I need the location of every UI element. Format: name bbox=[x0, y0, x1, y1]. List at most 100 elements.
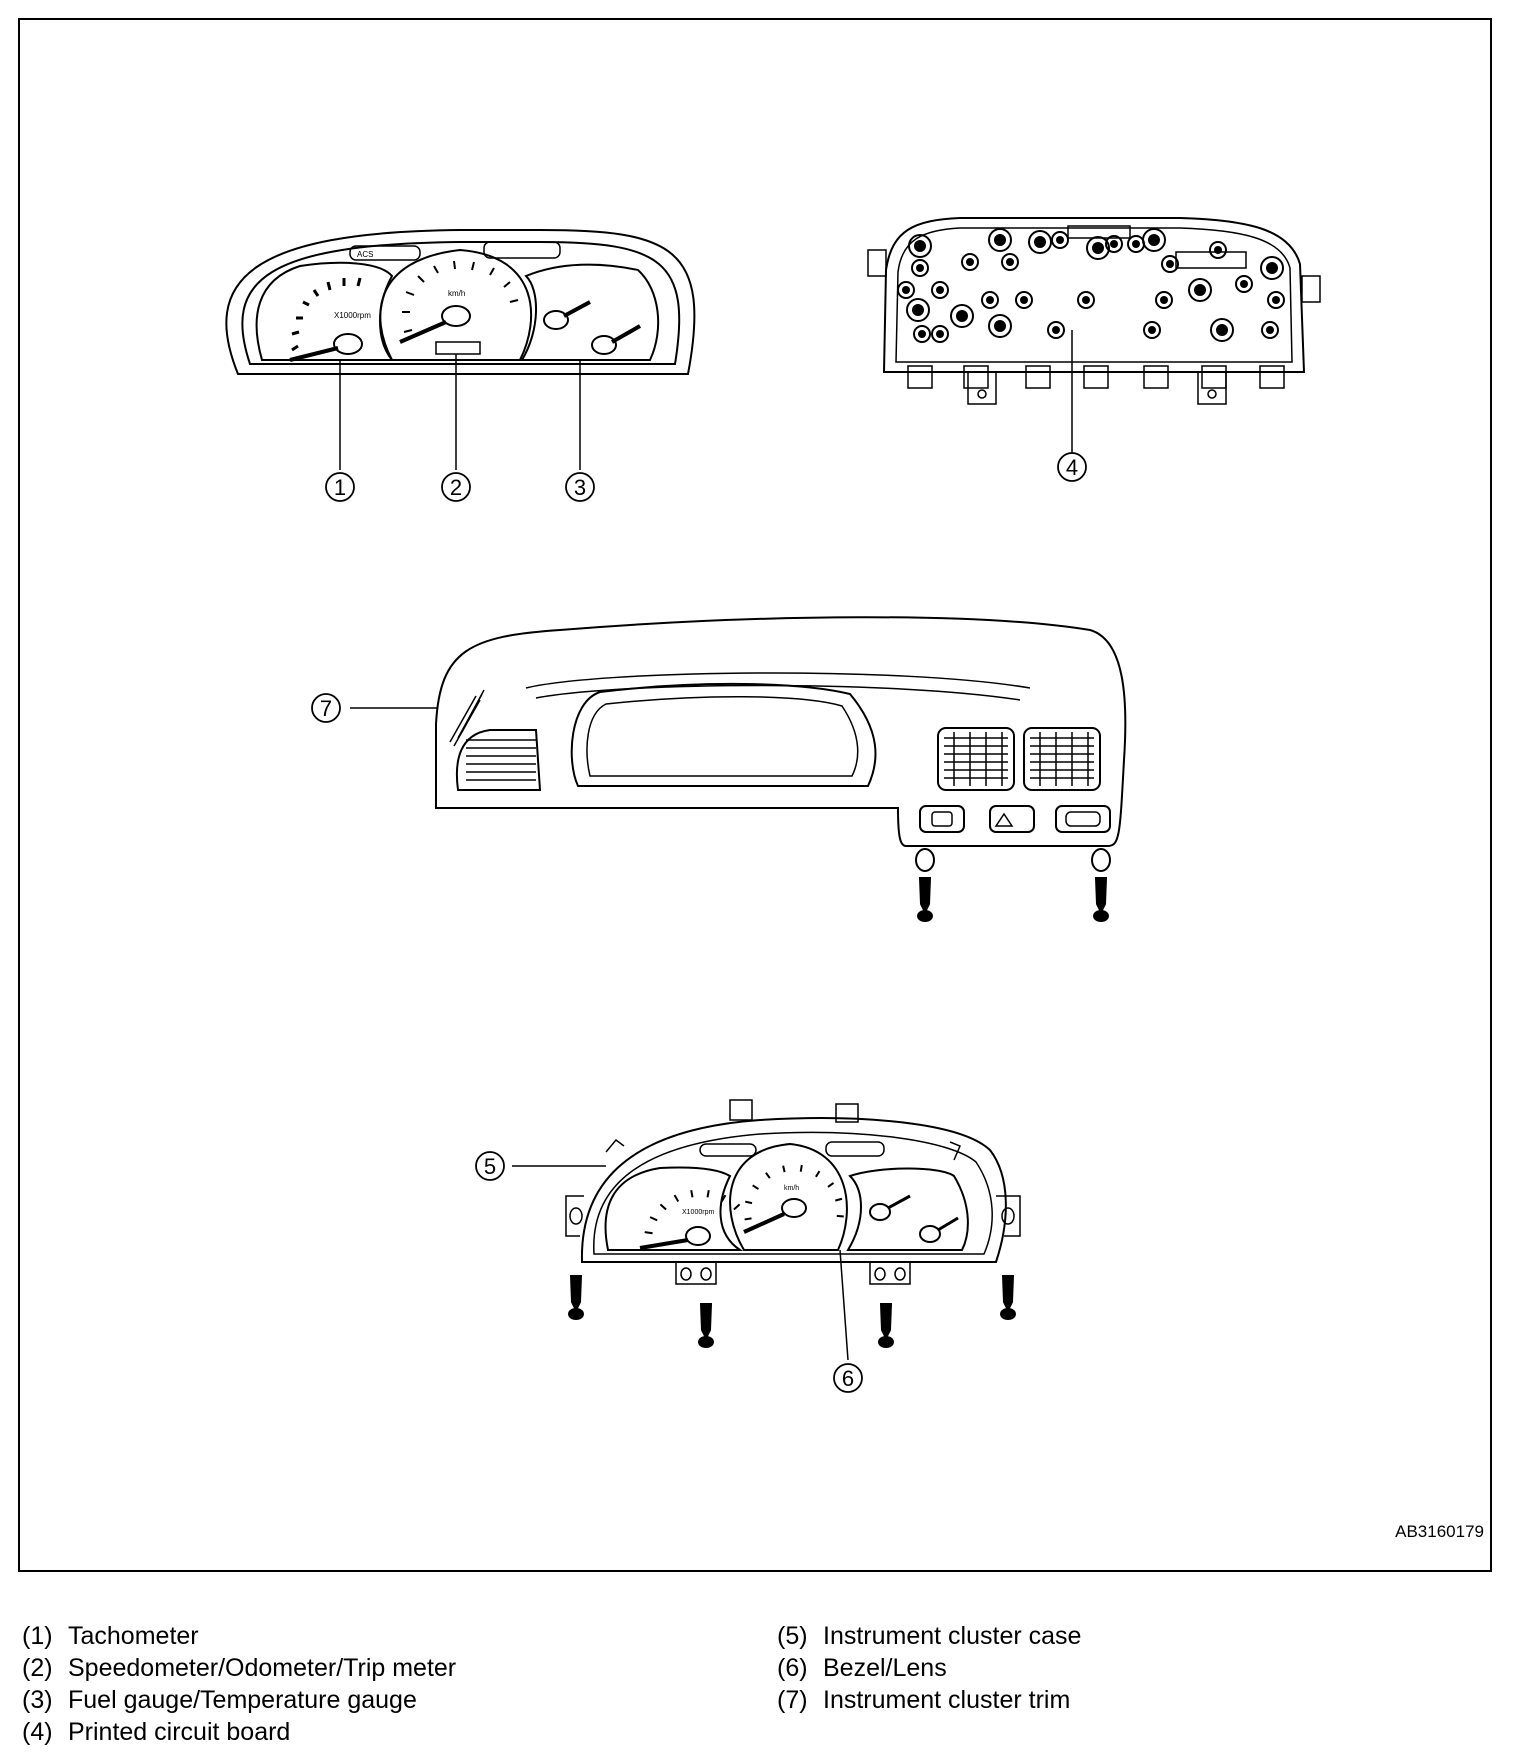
pcb-bulb-socket bbox=[906, 298, 930, 322]
pcb-bulb-center bbox=[994, 320, 1006, 332]
cluster-inner-outline bbox=[241, 241, 681, 365]
pcb-bulb-center bbox=[1110, 240, 1118, 248]
pcb-bulb-center bbox=[1166, 260, 1174, 268]
pcb-bulb-socket bbox=[1188, 278, 1212, 302]
pcb-bulb-center bbox=[1272, 296, 1280, 304]
trim-center-vents bbox=[937, 727, 1101, 791]
pcb-bulb-center bbox=[966, 258, 974, 266]
legend-item: (4)Printed circuit board bbox=[22, 1718, 291, 1746]
pcb-clip bbox=[1025, 365, 1051, 389]
fuel-needle bbox=[611, 324, 641, 344]
callout-1: 1 bbox=[325, 472, 355, 502]
legend-column-right: (5)Instrument cluster case (6)Bezel/Lens… bbox=[777, 1620, 1081, 1716]
pcb-clip bbox=[1083, 365, 1109, 389]
pcb-bulb-socket bbox=[1086, 236, 1110, 260]
printed-circuit-board bbox=[867, 217, 1321, 455]
pcb-bulb-center bbox=[1214, 246, 1222, 254]
callout-number: 1 bbox=[334, 475, 346, 500]
pcb-bulb-center bbox=[986, 296, 994, 304]
pcb-bulb-center bbox=[918, 330, 926, 338]
pcb-bulb-center bbox=[1148, 234, 1160, 246]
pcb-bulb-center bbox=[994, 234, 1006, 246]
gauge-tick bbox=[690, 1190, 694, 1198]
tach-needle-hub bbox=[333, 333, 363, 355]
callout-3: 3 bbox=[565, 472, 595, 502]
gauge-tick bbox=[752, 1184, 759, 1190]
odometer-display bbox=[435, 341, 481, 355]
diagram-code: AB3160179 bbox=[1395, 1522, 1484, 1541]
mounting-screw bbox=[698, 1303, 714, 1348]
temp-needle-hub bbox=[543, 310, 569, 330]
pcb-bulb-center bbox=[1092, 242, 1104, 254]
gauge-tick bbox=[649, 1216, 658, 1222]
parts-legend: (1)Tachometer (2)Speedometer/Odometer/Tr… bbox=[22, 1620, 1502, 1760]
pcb-bulb-socket bbox=[911, 259, 929, 277]
pcb-bulb-center bbox=[916, 264, 924, 272]
pcb-clip bbox=[963, 365, 989, 389]
tach-unit-label: X1000rpm bbox=[334, 311, 371, 320]
pcb-bulb-socket bbox=[931, 281, 949, 299]
pcb-bulb-socket bbox=[1028, 230, 1052, 254]
pcb-bulb-center bbox=[1216, 324, 1228, 336]
pcb-bulb-socket bbox=[913, 325, 931, 343]
pcb-bulb-socket bbox=[1155, 291, 1173, 309]
instrument-cluster-trim bbox=[350, 616, 1127, 922]
pcb-bulb-socket bbox=[1260, 256, 1284, 280]
pcb-bulb-socket bbox=[1143, 321, 1161, 339]
legend-item: (3)Fuel gauge/Temperature gauge bbox=[22, 1686, 417, 1714]
callout-4: 4 bbox=[1057, 452, 1087, 482]
pcb-bulb-center bbox=[1052, 326, 1060, 334]
cluster-case-assembly: X1000rpm km/h bbox=[512, 1099, 1021, 1361]
pcb-bulb-center bbox=[956, 310, 968, 322]
legend-label: Instrument cluster trim bbox=[823, 1686, 1071, 1714]
pcb-bulb-center bbox=[1266, 326, 1274, 334]
pcb-clip bbox=[1201, 365, 1227, 389]
fuel-needle-hub bbox=[591, 335, 617, 355]
pcb-bulb-socket bbox=[1105, 235, 1123, 253]
gauge-tick bbox=[733, 1203, 741, 1211]
trim-left-vent bbox=[455, 729, 542, 791]
cluster-outline bbox=[225, 229, 696, 375]
pcb-bulb-socket bbox=[988, 228, 1012, 252]
gauge-tick bbox=[835, 1197, 843, 1202]
pcb-bulb-center bbox=[902, 286, 910, 294]
pcb-bulb-socket bbox=[1077, 291, 1095, 309]
trim-outline bbox=[435, 616, 1127, 847]
gauge-tick bbox=[659, 1203, 667, 1211]
bottom-speed-unit-label: km/h bbox=[784, 1185, 799, 1192]
pcb-clip bbox=[907, 365, 933, 389]
trim-switches bbox=[919, 805, 1111, 833]
legend-item: (5)Instrument cluster case bbox=[777, 1622, 1082, 1650]
pcb-bulb-center bbox=[1006, 258, 1014, 266]
pcb-bulb-center bbox=[1020, 296, 1028, 304]
legend-label: Speedometer/Odometer/Trip meter bbox=[68, 1654, 457, 1682]
gauge-tick bbox=[765, 1172, 771, 1179]
pcb-bulb-socket bbox=[1047, 321, 1065, 339]
gauge-tick bbox=[644, 1231, 653, 1235]
pcb-bulb-socket bbox=[1142, 228, 1166, 252]
callout-number: 7 bbox=[320, 696, 332, 721]
callout-5: 5 bbox=[475, 1151, 505, 1181]
tach-needle bbox=[289, 346, 339, 362]
legend-label: Printed circuit board bbox=[68, 1718, 291, 1746]
pcb-bulb-socket bbox=[1001, 253, 1019, 271]
trim-side-grille bbox=[449, 689, 485, 747]
speedometer-dial bbox=[379, 248, 533, 361]
pcb-bulb-socket bbox=[1210, 318, 1234, 342]
cluster-case-outline bbox=[580, 1117, 1007, 1263]
gauge-tick bbox=[782, 1165, 786, 1173]
pcb-bulb-socket bbox=[1235, 275, 1253, 293]
acs-indicator-text: ACS bbox=[357, 250, 373, 259]
diagram-frame bbox=[18, 18, 1492, 1572]
callout-number: 6 bbox=[842, 1366, 854, 1391]
pcb-bulb-center bbox=[912, 304, 924, 316]
pcb-bulb-center bbox=[936, 330, 944, 338]
pcb-bulb-socket bbox=[931, 325, 949, 343]
pcb-bracket-hole bbox=[1207, 389, 1217, 399]
pcb-bulb-socket bbox=[1015, 291, 1033, 309]
gauge-tick bbox=[827, 1182, 835, 1188]
pcb-bulb-center bbox=[1082, 296, 1090, 304]
callout-number: 4 bbox=[1066, 455, 1078, 480]
pcb-bulb-socket bbox=[1051, 231, 1069, 249]
